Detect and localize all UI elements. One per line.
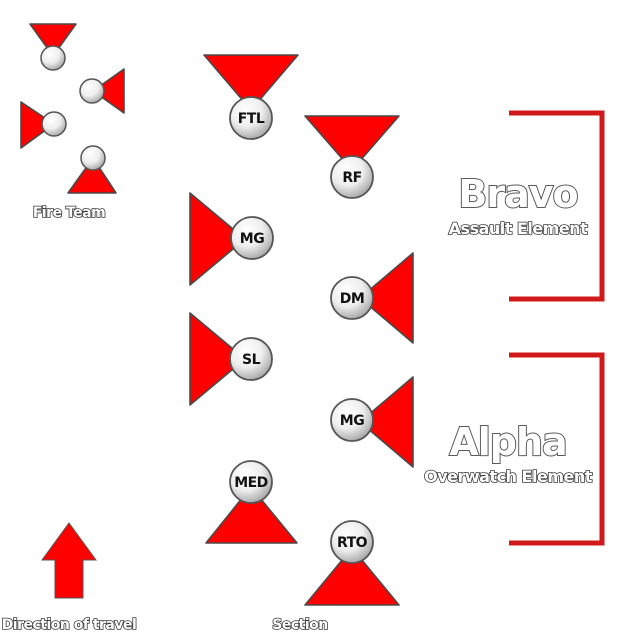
fire-team-label: Fire Team: [33, 205, 105, 221]
section-formation: FTL RF MG DM SL MG MED RTO Section: [189, 54, 414, 634]
rf-marker: [330, 155, 374, 199]
dm-fan: [359, 252, 414, 344]
alpha-subtitle: Overwatch Element: [424, 467, 593, 486]
mg1-marker: [230, 216, 274, 260]
legend-soldier-top: [40, 45, 66, 71]
bravo-subtitle: Assault Element: [449, 219, 589, 238]
bravo-element: Bravo Assault Element: [448, 110, 605, 302]
ftl-label: FTL: [238, 111, 265, 127]
alpha-element: Alpha Overwatch Element: [423, 352, 605, 546]
legend-soldier-left: [41, 111, 67, 137]
direction-label: Direction of travel: [2, 617, 137, 633]
dm-marker: [330, 276, 374, 320]
rto-label: RTO: [337, 535, 368, 551]
sl-fan: [189, 312, 246, 406]
alpha-title: Alpha: [449, 420, 566, 464]
ftl-marker: [229, 96, 273, 140]
rto-marker: [330, 520, 374, 564]
fire-team-legend: Fire Team: [20, 23, 125, 222]
legend-fan-down: [67, 157, 117, 194]
mg2-label: MG: [340, 413, 364, 429]
med-marker: [229, 460, 273, 504]
mg2-fan: [359, 376, 414, 468]
rto-fan: [304, 547, 400, 606]
rf-label: RF: [342, 170, 361, 186]
mg1-fan: [189, 192, 246, 286]
section-label: Section: [272, 617, 327, 633]
legend-soldier-bottom: [80, 145, 106, 171]
legend-fan-up: [29, 23, 77, 57]
sl-marker: [229, 337, 273, 381]
dm-label: DM: [340, 291, 365, 307]
direction-arrow-icon: [41, 522, 97, 599]
mg2-marker: [330, 398, 374, 442]
alpha-bracket: [509, 352, 605, 546]
mg1-label: MG: [240, 231, 264, 247]
med-label: MED: [234, 475, 268, 491]
ftl-fan: [203, 54, 299, 111]
bravo-title: Bravo: [458, 172, 577, 216]
direction-legend: Direction of travel: [1, 522, 138, 634]
legend-fan-left: [20, 101, 55, 149]
sl-label: SL: [242, 352, 261, 368]
rf-fan: [304, 115, 400, 171]
legend-soldier-right: [79, 78, 105, 104]
bravo-bracket: [509, 110, 605, 302]
med-fan: [205, 486, 298, 544]
legend-fan-right: [92, 68, 125, 114]
